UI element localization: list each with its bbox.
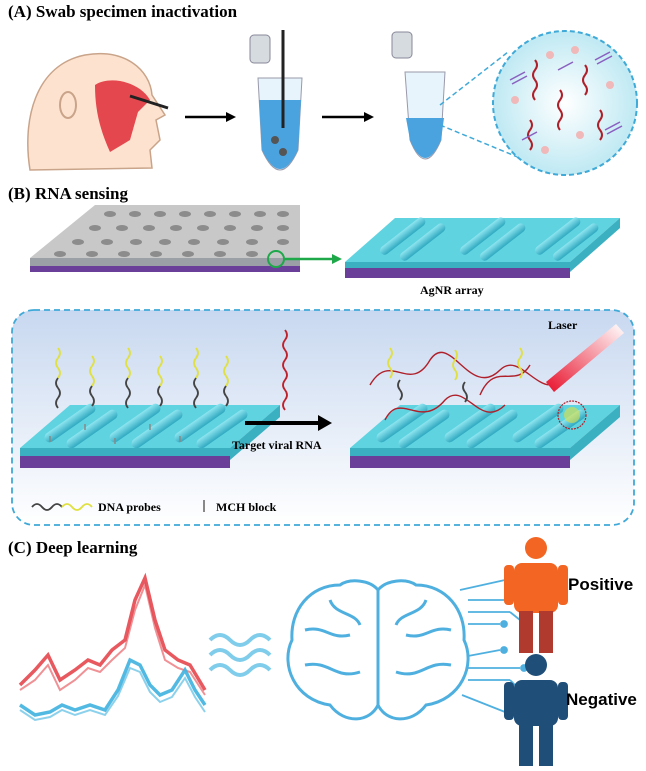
- tube-icon: [391, 31, 446, 160]
- person-positive-icon: [504, 537, 568, 653]
- agnr-array-label: AgNR array: [420, 283, 484, 297]
- agnr-array-icon: [345, 217, 620, 278]
- signal-waves-icon: [208, 633, 272, 677]
- section-c-title: (C) Deep learning: [8, 538, 138, 557]
- viral-rna-icon: [282, 329, 288, 411]
- probe-surface-icon: [20, 347, 280, 468]
- positive-label: Positive: [568, 575, 634, 594]
- legend-probe-icon: [31, 503, 93, 511]
- section-b-title: (B) RNA sensing: [8, 184, 128, 203]
- tube-with-swab-icon: [249, 30, 303, 171]
- sensing-panel: [11, 309, 635, 526]
- brain-icon: [286, 579, 470, 721]
- section-a-title: (A) Swab specimen inactivation: [8, 2, 238, 21]
- bound-surface-icon: [350, 347, 620, 468]
- spectra-plot: [18, 572, 207, 722]
- legend-probe-label: DNA probes: [98, 500, 161, 514]
- target-rna-label: Target viral RNA: [232, 438, 322, 452]
- negative-label: Negative: [566, 690, 637, 709]
- head-swab-icon: [27, 52, 169, 171]
- chip-icon: [30, 205, 300, 272]
- laser-icon: [546, 324, 624, 392]
- laser-label: Laser: [548, 318, 578, 332]
- magnified-sample-icon: [492, 30, 638, 176]
- legend-block-label: MCH block: [216, 500, 277, 514]
- person-negative-icon: [504, 654, 568, 766]
